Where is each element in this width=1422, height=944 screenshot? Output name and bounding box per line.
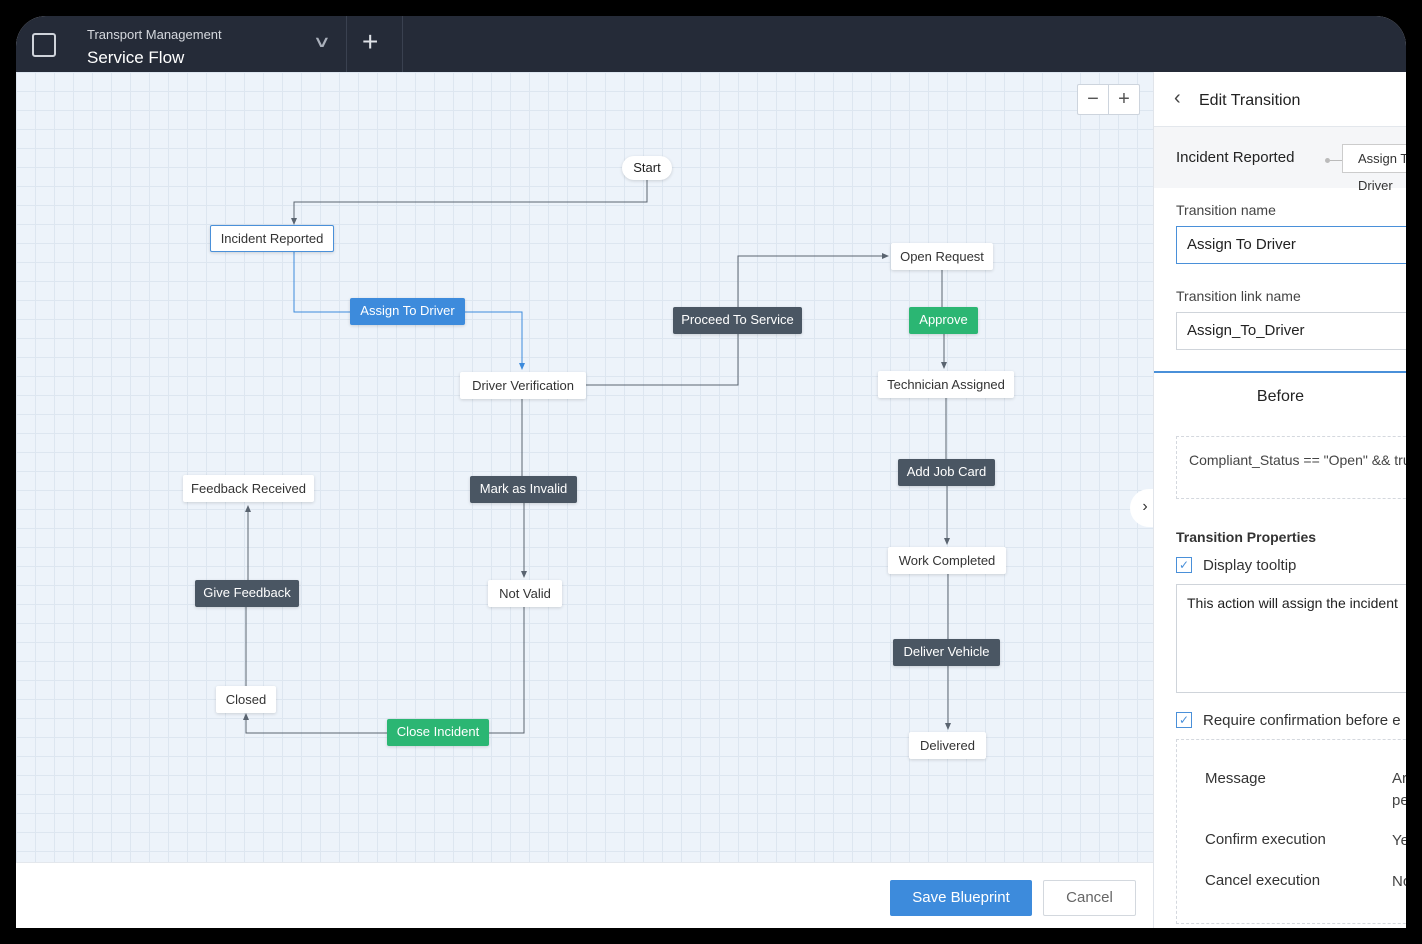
transition-link-name-label: Transition link name [1176,288,1301,304]
back-icon[interactable]: ‹ [1174,87,1181,109]
blueprint-icon [32,33,56,57]
transition-chip: Assign To Driver [1342,144,1406,193]
chevron-down-icon[interactable]: ∨ [312,34,332,51]
edit-transition-panel: ‹ Edit Transition Incident Reported Assi… [1153,72,1406,928]
cancel-execution-label: Cancel execution [1205,872,1321,889]
connector [291,180,648,225]
blueprint-canvas[interactable]: Start Incident Reported Assign To Driver… [16,72,1160,862]
app-name: Transport Management [87,27,222,42]
zoom-in-button[interactable]: + [1118,88,1130,110]
transition-name-label: Transition name [1176,202,1276,218]
connector [243,713,387,734]
transition-link-name-input[interactable]: Assign_To_Driver [1176,312,1406,350]
state-not-valid[interactable]: Not Valid [488,580,562,607]
transition-deliver-vehicle[interactable]: Deliver Vehicle [893,639,1000,666]
blueprint-title: Service Flow [87,48,185,67]
state-feedback-received[interactable]: Feedback Received [183,475,314,502]
top-bar: Transport Management Service Flow ∨ + [16,16,1406,72]
zoom-control: − + [1077,84,1140,115]
start-node[interactable]: Start [622,156,672,180]
require-confirmation-label: Require confirmation before e [1203,712,1401,729]
transition-proceed-to-service[interactable]: Proceed To Service [673,307,802,334]
confirm-execution-value[interactable]: Ye [1392,832,1406,849]
cancel-button[interactable]: Cancel [1043,880,1136,916]
connector-dot [1325,158,1330,163]
condition-box[interactable]: Compliant_Status == "Open" && true [1176,436,1406,499]
state-delivered[interactable]: Delivered [909,732,986,759]
tooltip-textarea[interactable]: This action will assign the incident [1176,584,1406,693]
display-tooltip-label: Display tooltip [1203,557,1297,574]
transition-properties-heading: Transition Properties [1176,529,1317,545]
state-closed[interactable]: Closed [216,686,276,713]
save-blueprint-button[interactable]: Save Blueprint [890,880,1032,916]
transition-close-incident[interactable]: Close Incident [387,719,489,746]
require-confirmation-checkbox[interactable]: ✓ [1176,712,1192,728]
confirmation-box: Message Ar pe Confirm execution Ye Cance… [1176,739,1406,924]
connector-line [1330,160,1342,161]
state-driver-verification[interactable]: Driver Verification [460,372,586,399]
tab-before[interactable]: Before [1256,388,1305,405]
cancel-execution-value[interactable]: No [1392,873,1406,890]
panel-title: Edit Transition [1199,92,1301,109]
message-label: Message [1205,770,1266,787]
transition-path: Incident Reported Assign To Driver [1154,127,1406,193]
panel-header: ‹ Edit Transition [1154,72,1406,127]
divider [402,16,403,72]
state-technician-assigned[interactable]: Technician Assigned [878,371,1014,398]
connector-selected [465,311,525,370]
zoom-out-button[interactable]: − [1078,85,1109,114]
confirm-execution-label: Confirm execution [1205,831,1326,848]
transition-mark-as-invalid[interactable]: Mark as Invalid [470,476,577,503]
connector [586,334,739,386]
message-value[interactable]: Ar pe [1392,770,1406,809]
divider [346,16,347,72]
transition-assign-to-driver[interactable]: Assign To Driver [350,298,465,325]
from-state: Incident Reported [1176,149,1295,166]
connector [737,253,889,307]
connectors [243,180,951,734]
state-work-completed[interactable]: Work Completed [888,547,1006,574]
add-tab-button[interactable]: + [362,26,379,57]
app-window: Transport Management Service Flow ∨ + [16,16,1406,928]
state-open-request[interactable]: Open Request [891,243,993,270]
state-incident-reported[interactable]: Incident Reported [210,225,334,252]
transition-add-job-card[interactable]: Add Job Card [898,459,995,486]
tab-indicator [1154,371,1406,373]
display-tooltip-checkbox[interactable]: ✓ [1176,557,1192,573]
footer: Save Blueprint Cancel [16,862,1153,928]
transition-approve[interactable]: Approve [909,307,978,334]
connector-selected [293,252,350,313]
transition-give-feedback[interactable]: Give Feedback [195,580,299,607]
connector [489,606,525,734]
transition-name-input[interactable]: Assign To Driver [1176,226,1406,264]
